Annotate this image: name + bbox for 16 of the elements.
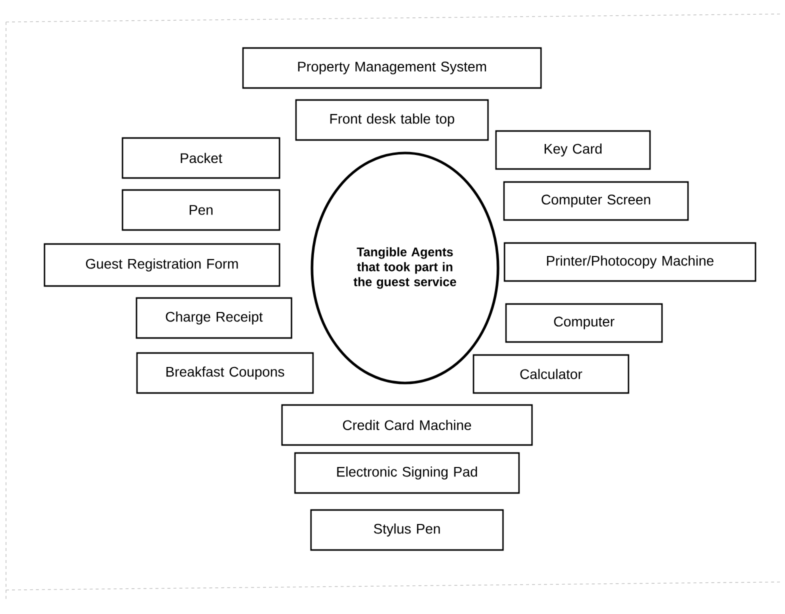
item-box: Pen	[122, 189, 280, 231]
item-box: Computer Screen	[503, 181, 689, 221]
item-box: Electronic Signing Pad	[294, 452, 520, 494]
item-box: Front desk table top	[295, 99, 489, 141]
item-box: Stylus Pen	[310, 509, 504, 551]
item-box: Key Card	[495, 130, 651, 170]
item-box: Guest Registration Form	[44, 243, 280, 287]
item-box: Calculator	[472, 354, 630, 394]
item-box: Property Management System	[242, 47, 542, 89]
item-box: Printer/Photocopy Machine	[504, 242, 756, 282]
ellipse-node: Tangible Agents that took part in the guest service	[310, 152, 500, 384]
item-box: Packet	[122, 137, 280, 179]
item-box: Computer	[505, 303, 663, 343]
item-box: Charge Receipt	[136, 297, 292, 339]
item-box: Breakfast Coupons	[136, 352, 314, 394]
item-box: Credit Card Machine	[281, 404, 533, 446]
